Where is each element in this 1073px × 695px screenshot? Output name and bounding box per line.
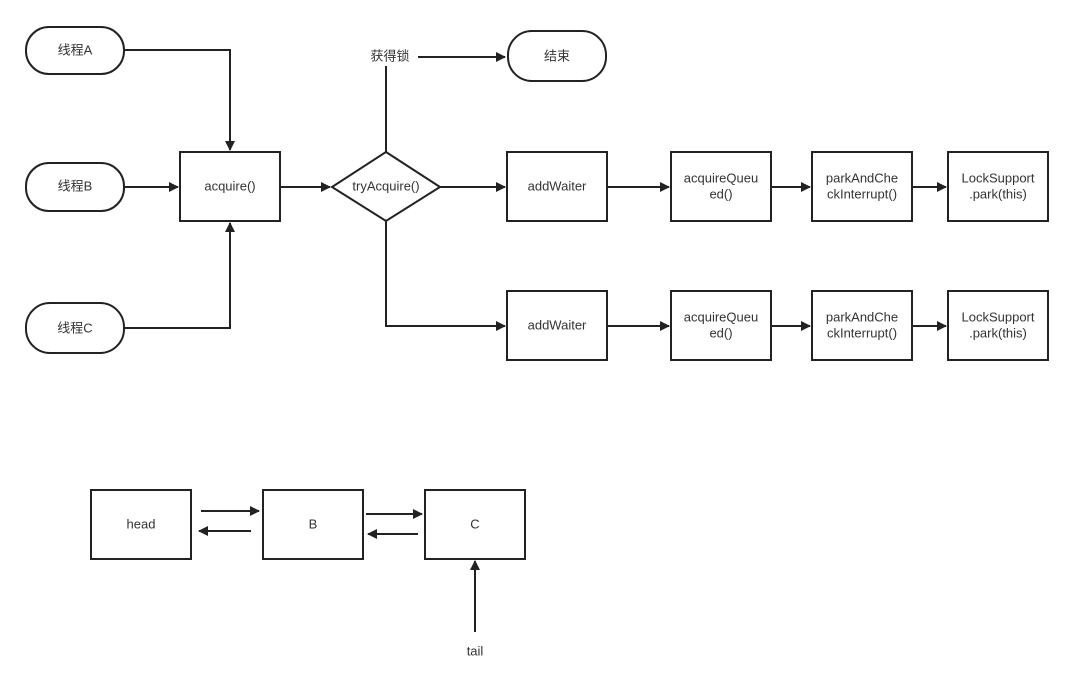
thread-a-node [25, 26, 125, 75]
acquirequeued-label-2b: ed() [709, 325, 732, 340]
queue-b-label: B [309, 516, 318, 531]
locksupport-label-2b: .park(this) [969, 325, 1027, 340]
queue-c-label: C [470, 516, 479, 531]
edge-thread-c-acquire [124, 222, 235, 329]
got-lock-label: 获得锁 [370, 48, 409, 63]
queue-head-node [90, 489, 192, 560]
tryacquire-decision [330, 150, 442, 223]
thread-c-label: 线程C [57, 320, 92, 335]
addwaiter-label-1: addWaiter [528, 178, 587, 193]
locksupport-label-1a: LockSupport [962, 170, 1035, 185]
acquirequeued-label-1a: acquireQueu [684, 170, 758, 185]
tryacquire-label: tryAcquire() [352, 178, 419, 193]
addwaiter-node-1 [506, 151, 608, 222]
thread-c-node [25, 302, 125, 354]
locksupport-label-1b: .park(this) [969, 186, 1027, 201]
locksupport-node-1 [947, 151, 1049, 222]
parkcheck-label-1b: ckInterrupt() [827, 186, 897, 201]
addwaiter-node-2 [506, 290, 608, 361]
thread-a-label: 线程A [58, 42, 93, 57]
parkcheck-node-1 [811, 151, 913, 222]
addwaiter-label-2: addWaiter [528, 317, 587, 332]
acquire-node [179, 151, 281, 222]
locksupport-label-2a: LockSupport [962, 309, 1035, 324]
parkcheck-label-1a: parkAndChe [826, 170, 898, 185]
parkcheck-label-2b: ckInterrupt() [827, 325, 897, 340]
edge-thread-a-acquire [124, 49, 235, 151]
acquirequeued-node-1 [670, 151, 772, 222]
acquirequeued-node-2 [670, 290, 772, 361]
queue-c-node [424, 489, 526, 560]
end-node [507, 30, 607, 82]
queue-b-node [262, 489, 364, 560]
end-label: 结束 [544, 48, 570, 63]
locksupport-node-2 [947, 290, 1049, 361]
thread-b-node [25, 162, 125, 212]
parkcheck-node-2 [811, 290, 913, 361]
thread-b-label: 线程B [58, 178, 93, 193]
queue-head-label: head [127, 516, 156, 531]
acquire-label: acquire() [204, 178, 255, 193]
parkcheck-label-2a: parkAndChe [826, 309, 898, 324]
acquirequeued-label-1b: ed() [709, 186, 732, 201]
acquirequeued-label-2a: acquireQueu [684, 309, 758, 324]
edge-tryacquire-addwaiter-2 [385, 221, 506, 331]
queue-tail-label: tail [467, 643, 484, 658]
